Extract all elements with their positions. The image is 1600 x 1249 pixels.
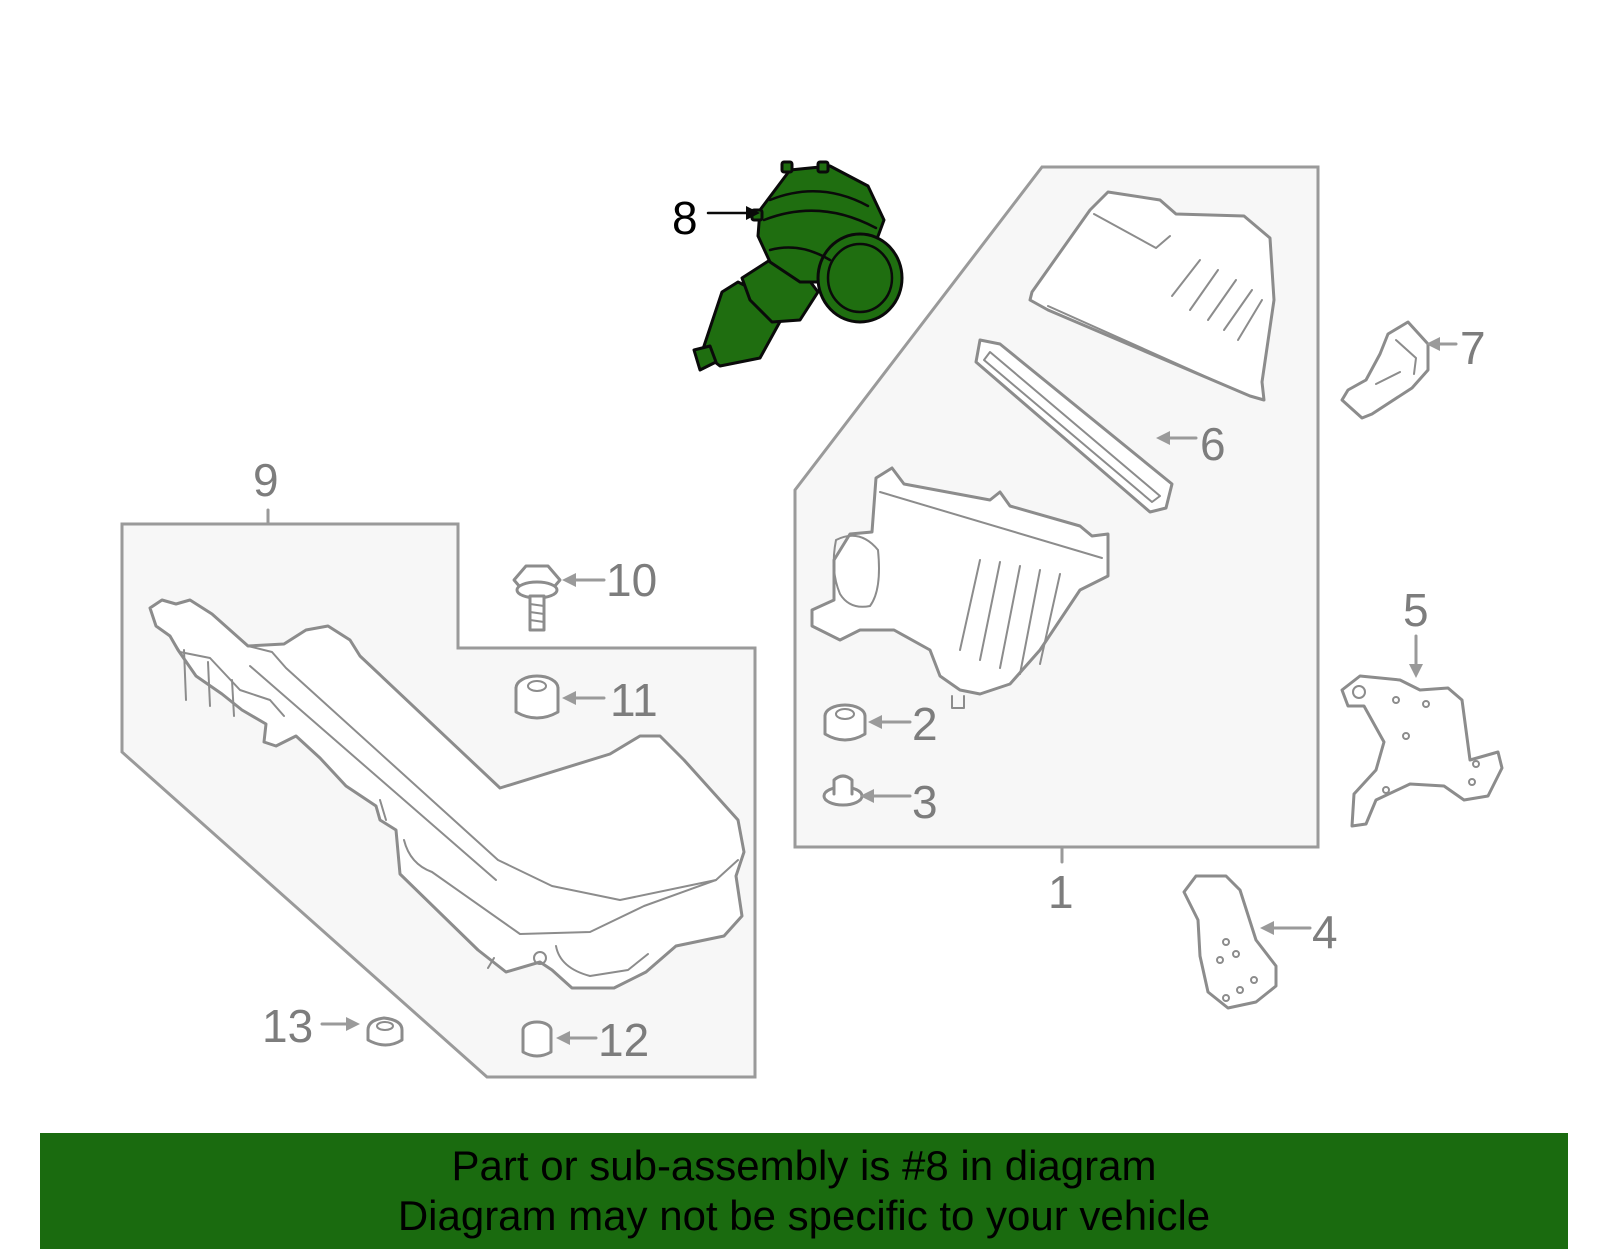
- part-11-grommet[interactable]: [514, 674, 560, 720]
- callout-10: 10: [606, 554, 657, 606]
- part-1-housing-cover[interactable]: [1028, 190, 1276, 402]
- part-2-grommet[interactable]: [823, 703, 867, 742]
- part-info-banner: Part or sub-assembly is #8 in diagram Di…: [40, 1133, 1568, 1249]
- banner-line-disclaimer: Diagram may not be specific to your vehi…: [397, 1192, 1211, 1239]
- banner-line-part: Part or sub-assembly is #8 in diagram: [451, 1142, 1157, 1189]
- callout-11: 11: [610, 674, 658, 726]
- callout-13: 13: [262, 1000, 313, 1052]
- callout-1: 1: [1048, 866, 1074, 918]
- part-13-nut[interactable]: [366, 1016, 404, 1047]
- part-9-intake-duct[interactable]: [148, 598, 746, 990]
- callout-7: 7: [1460, 322, 1486, 374]
- leader-arrows: [320, 206, 1458, 1045]
- callout-12: 12: [598, 1014, 649, 1066]
- part-5-bracket[interactable]: [1340, 674, 1504, 828]
- part-1-housing-lower[interactable]: [810, 466, 1110, 709]
- part-12-grommet[interactable]: [521, 1020, 553, 1058]
- part-10-bolt[interactable]: [512, 564, 562, 632]
- part-4-bracket[interactable]: [1182, 874, 1278, 1010]
- callout-3: 3: [912, 776, 938, 828]
- part-8-air-flow-sensor[interactable]: [692, 160, 904, 372]
- callout-4: 4: [1312, 906, 1338, 958]
- part-6-air-filter[interactable]: [974, 338, 1174, 514]
- part-7-sensor[interactable]: [1340, 320, 1430, 420]
- callout-2: 2: [912, 698, 938, 750]
- callout-8: 8: [672, 192, 698, 244]
- callout-6: 6: [1200, 418, 1226, 470]
- callout-9: 9: [253, 454, 279, 506]
- callout-5: 5: [1403, 584, 1429, 636]
